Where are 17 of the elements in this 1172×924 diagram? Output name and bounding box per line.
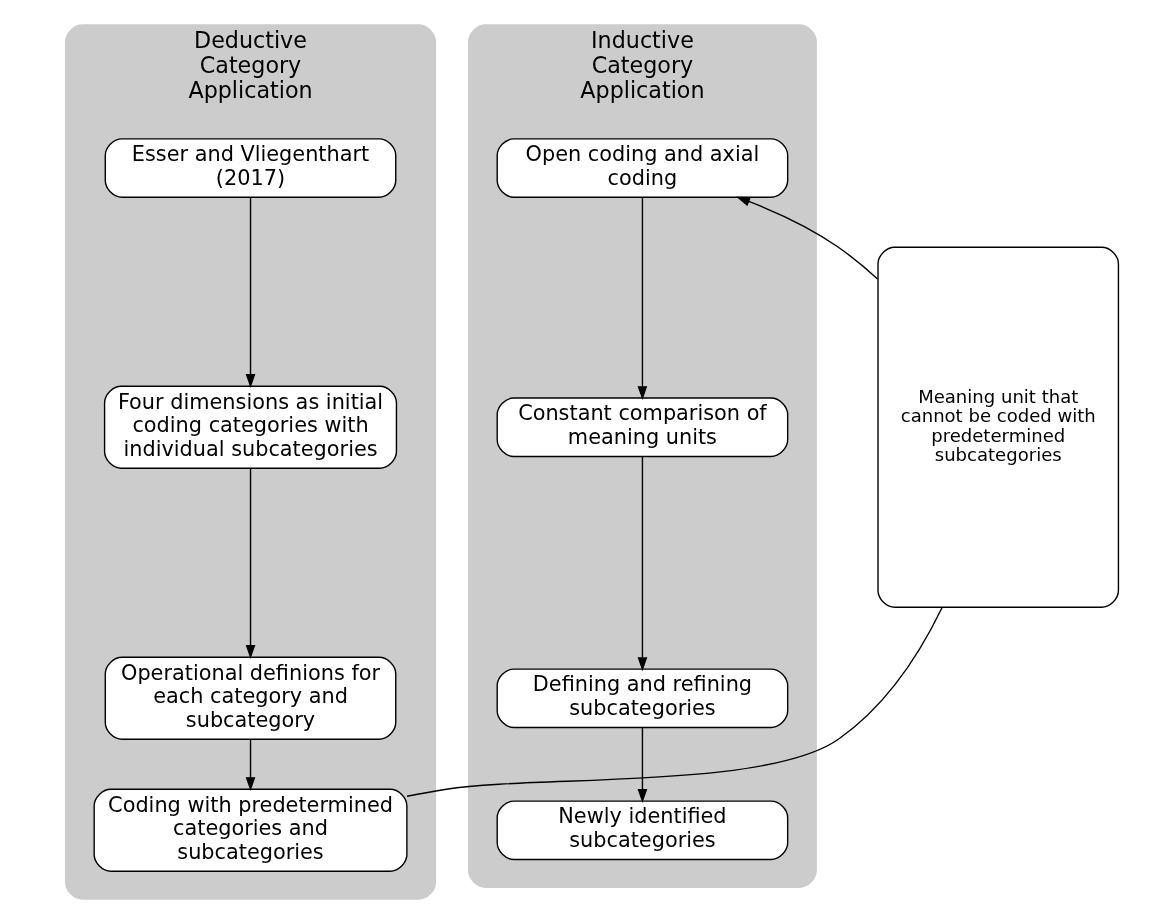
node-box: Open coding and axial coding [496,138,788,198]
node-box: Meaning unit that cannot be coded with predetermined subcategories [876,246,1119,608]
arrow [637,456,647,672]
arrow [637,727,647,803]
node-box: Esser and Vliegenthart (2017) [104,138,396,198]
arrow [245,196,255,388]
node-box: Operational definions for each category and subcategory [104,656,396,740]
arrow [735,196,878,280]
node-box: Four dimensions as initial coding categories with individual subcategories [103,385,397,469]
node-box: Newly identified subcategories [496,800,788,861]
arrow [245,738,255,792]
arrow [245,468,255,659]
node-box: Coding with predetermined categories and subcategories [92,788,408,872]
node-box: Defining and refining subcategories [496,668,788,729]
arrow [637,196,647,401]
connector [405,606,943,797]
node-box: Constant comparison of meaning units [496,397,788,458]
